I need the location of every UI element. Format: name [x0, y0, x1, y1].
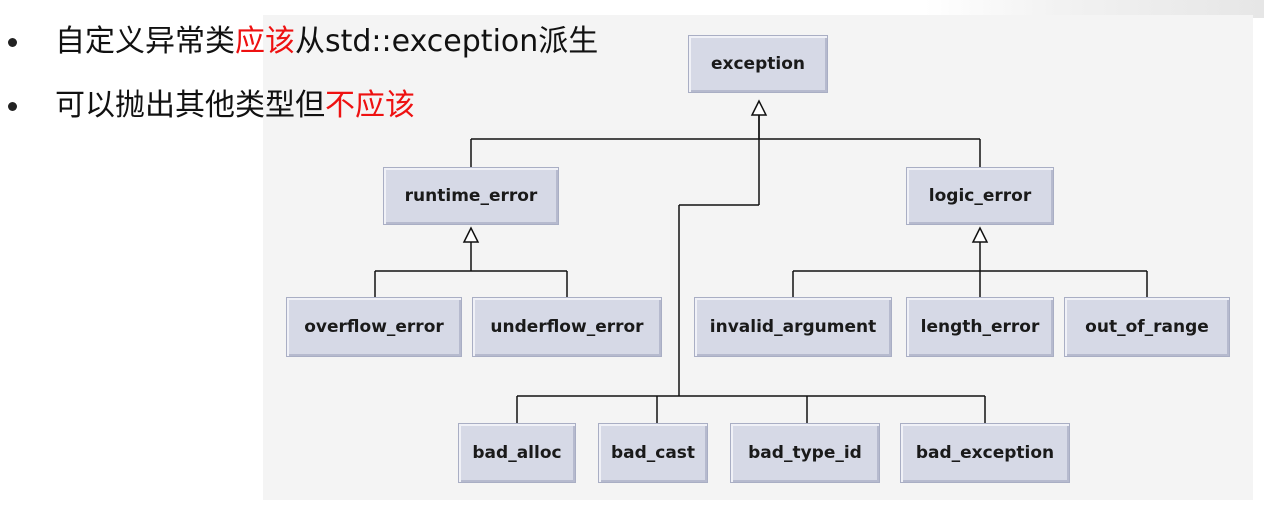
connector-lines — [374, 99, 1148, 423]
bullet-1-suffix: 从std::exception派生 — [295, 24, 599, 59]
inheritance-arrow-icon — [462, 226, 480, 243]
node-exception: exception — [688, 35, 828, 93]
node-underflow-error: underflow_error — [472, 297, 662, 357]
bullet-text-1: 自定义异常类应该从std::exception派生 — [55, 25, 598, 59]
exception-hierarchy-diagram: exception runtime_error logic_error over… — [263, 15, 1253, 500]
inheritance-arrow-icon — [750, 99, 768, 116]
corner-shade — [924, 0, 1264, 18]
node-length-error: length_error — [906, 297, 1054, 357]
bullet-2-prefix: 可以抛出其他类型但 — [55, 88, 325, 123]
node-invalid-argument: invalid_argument — [694, 297, 892, 357]
node-bad-type-id: bad_type_id — [730, 423, 880, 483]
node-runtime-error: runtime_error — [383, 167, 559, 225]
bullet-dot-icon — [8, 102, 17, 111]
node-overflow-error: overflow_error — [286, 297, 462, 357]
bullet-1-highlight: 应该 — [235, 24, 295, 59]
node-bad-cast: bad_cast — [598, 423, 708, 483]
node-out-of-range: out_of_range — [1064, 297, 1230, 357]
bullet-1-prefix: 自定义异常类 — [55, 24, 235, 59]
bullet-text-2: 可以抛出其他类型但不应该 — [55, 89, 415, 123]
inheritance-arrow-icon — [971, 226, 989, 243]
node-bad-exception: bad_exception — [900, 423, 1070, 483]
node-bad-alloc: bad_alloc — [458, 423, 576, 483]
bullet-2-highlight: 不应该 — [325, 88, 415, 123]
bullet-dot-icon — [8, 38, 17, 47]
node-logic-error: logic_error — [906, 167, 1054, 225]
